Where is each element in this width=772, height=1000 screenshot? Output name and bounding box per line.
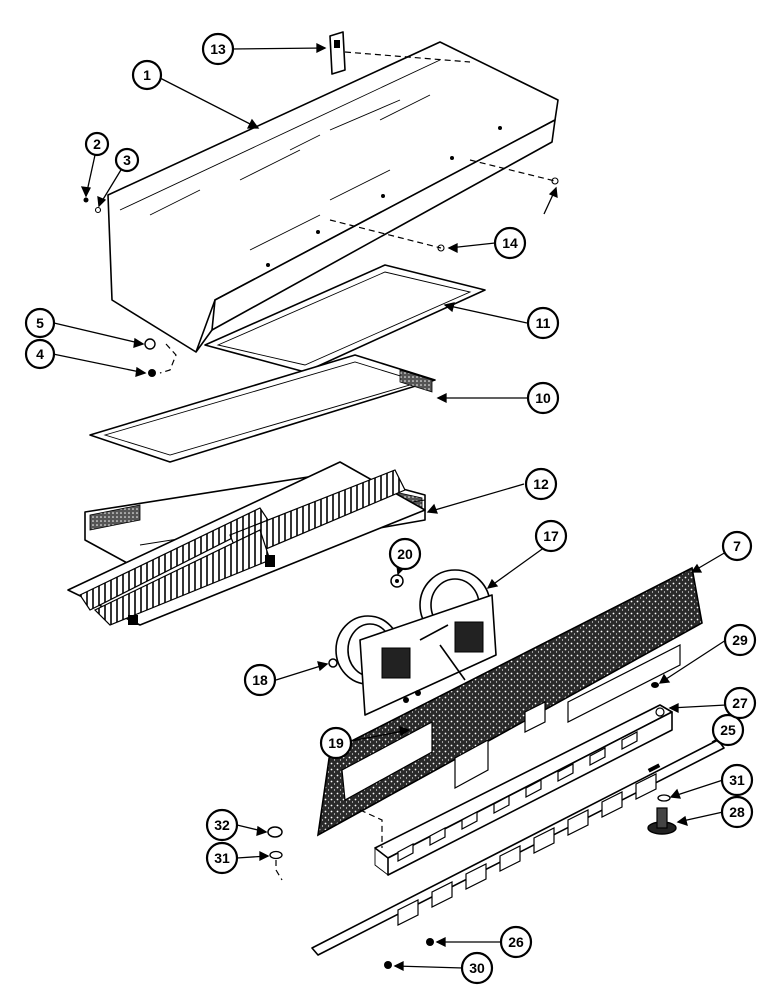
svg-text:10: 10	[535, 390, 551, 406]
callout-1: 1	[131, 59, 163, 91]
callout-4: 4	[24, 338, 56, 370]
callout-27: 27	[723, 686, 757, 720]
panel-part-7	[316, 566, 703, 837]
svg-text:13: 13	[210, 41, 226, 57]
svg-text:5: 5	[36, 315, 44, 331]
svg-text:32: 32	[214, 817, 230, 833]
screw-part-30	[384, 961, 392, 969]
bracket-part-13	[329, 31, 471, 75]
leader-fasteners-4-5	[159, 343, 177, 374]
callout-11: 11	[526, 306, 560, 340]
svg-text:28: 28	[729, 804, 745, 820]
callout-32: 32	[205, 808, 239, 842]
svg-text:29: 29	[732, 632, 748, 648]
washer-part-29	[651, 682, 659, 688]
svg-text:11: 11	[536, 315, 551, 331]
callout-14: 14	[493, 226, 527, 260]
leader-screw-14-a	[329, 219, 442, 249]
callout-19: 19	[319, 726, 353, 760]
svg-text:26: 26	[508, 934, 524, 950]
svg-text:1: 1	[143, 67, 151, 83]
callout-25: 25	[711, 713, 745, 747]
callout-7: 7	[721, 530, 753, 562]
gasket-part-11	[204, 264, 486, 373]
callout-18: 18	[243, 663, 277, 697]
svg-text:30: 30	[469, 960, 485, 976]
svg-text:25: 25	[720, 722, 736, 738]
callout-13: 13	[201, 32, 235, 66]
svg-text:4: 4	[36, 346, 44, 362]
svg-text:14: 14	[502, 235, 518, 251]
svg-text:7: 7	[733, 538, 741, 554]
svg-text:31: 31	[729, 772, 745, 788]
callout-30: 30	[460, 951, 494, 985]
filter-frame-part-10	[89, 354, 436, 463]
callout-26: 26	[499, 925, 533, 959]
callout-31-left: 31	[205, 841, 239, 875]
nut-part-20	[390, 574, 404, 588]
callout-29: 29	[723, 623, 757, 657]
svg-text:19: 19	[328, 735, 344, 751]
washer-part-31-right	[657, 794, 671, 802]
callout-17: 17	[534, 519, 568, 553]
svg-text:31: 31	[214, 850, 230, 866]
fastener-part-18	[328, 658, 338, 668]
washer-part-3	[94, 206, 102, 214]
callout-12: 12	[524, 467, 558, 501]
leader-washer-31	[275, 860, 283, 881]
nut-part-32	[267, 826, 283, 838]
svg-text:17: 17	[543, 528, 559, 544]
rail-part-27	[374, 704, 673, 876]
callout-2: 2	[84, 131, 110, 157]
screw-part-26	[426, 938, 434, 946]
svg-text:3: 3	[123, 152, 131, 168]
leader-lines	[52, 42, 727, 972]
callout-3: 3	[114, 147, 140, 173]
leader-screw-14-b	[469, 159, 556, 182]
svg-text:12: 12	[533, 476, 549, 492]
leader-rail-27	[359, 809, 383, 848]
washer-part-31-left	[269, 850, 283, 860]
callout-28: 28	[720, 795, 754, 829]
svg-text:2: 2	[93, 136, 101, 152]
blower-part-17	[335, 569, 497, 716]
callout-20: 20	[388, 537, 422, 571]
screw-part-4	[148, 369, 156, 377]
screw-part-2	[83, 197, 89, 203]
svg-text:18: 18	[252, 672, 268, 688]
grille-strip-part-25	[311, 739, 725, 956]
callout-5: 5	[24, 307, 56, 339]
foot-part-28	[647, 807, 677, 835]
callout-10: 10	[526, 381, 560, 415]
grille-tray	[67, 461, 426, 626]
nut-part-5	[144, 338, 156, 350]
svg-text:20: 20	[397, 546, 413, 562]
svg-text:27: 27	[732, 695, 748, 711]
housing-part-1	[107, 41, 559, 353]
callout-31-right: 31	[720, 763, 754, 797]
